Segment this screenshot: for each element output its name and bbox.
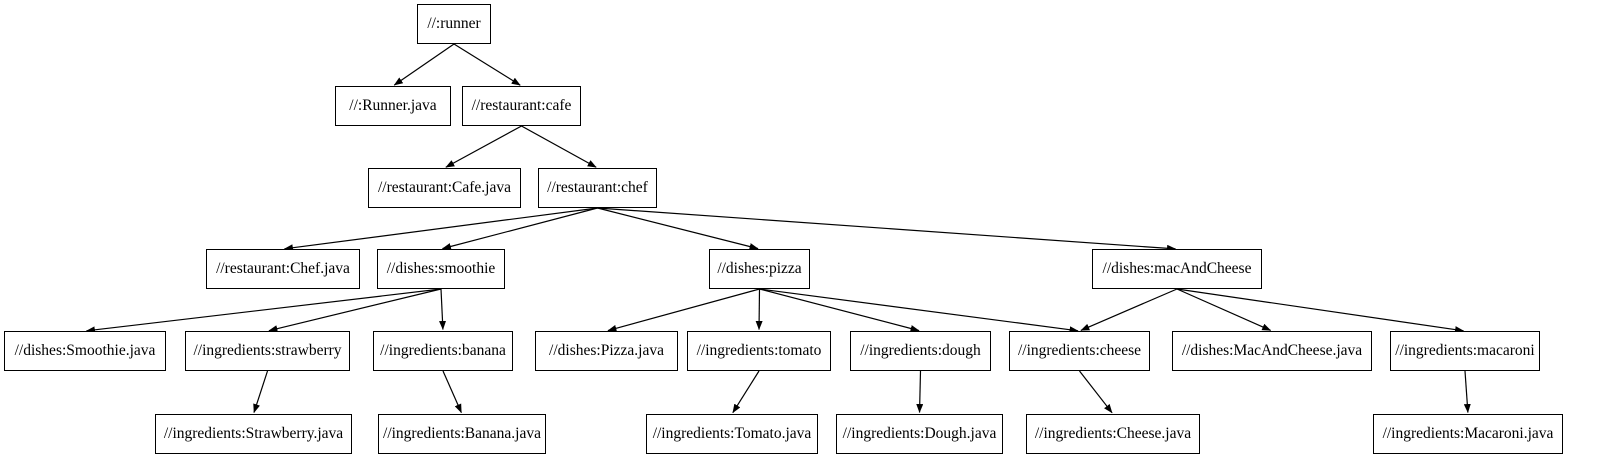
graph-node-dough-java[interactable]: //ingredients:Dough.java — [836, 414, 1003, 454]
graph-edge-restaurant-chef-to-dishes-pizza — [597, 207, 759, 250]
graph-node-label: //:Runner.java — [349, 97, 437, 115]
graph-node-cafe-java[interactable]: //restaurant:Cafe.java — [368, 168, 521, 208]
graph-node-label: //ingredients:Cheese.java — [1034, 425, 1192, 443]
graph-edge-restaurant-chef-to-dishes-smoothie — [441, 207, 598, 250]
graph-edge-restaurant-chef-to-dishes-macandchee — [597, 207, 1177, 252]
graph-edge-ing-strawberry-to-strawberry-java — [253, 370, 269, 414]
graph-edge-runner-to-restaurant-cafe — [453, 43, 521, 86]
graph-node-strawberry-java[interactable]: //ingredients:Strawberry.java — [155, 414, 352, 454]
graph-edge-dishes-macandchee-to-macandcheese-java — [1176, 288, 1272, 331]
graph-node-label: //restaurant:Cafe.java — [378, 179, 511, 197]
graph-node-cheese-java[interactable]: //ingredients:Cheese.java — [1026, 414, 1200, 454]
graph-node-label: //ingredients:Banana.java — [383, 425, 541, 443]
graph-node-label: //ingredients:Tomato.java — [652, 425, 812, 443]
graph-node-label: //ingredients:banana — [380, 342, 506, 360]
graph-node-runner[interactable]: //:runner — [417, 4, 491, 44]
graph-node-macandcheese-java[interactable]: //dishes:MacAndCheese.java — [1172, 331, 1372, 371]
graph-node-label: //ingredients:cheese — [1017, 342, 1142, 360]
graph-edge-restaurant-cafe-to-restaurant-chef — [521, 125, 597, 168]
graph-node-label: //ingredients:strawberry — [193, 342, 342, 360]
graph-node-pizza-java[interactable]: //dishes:Pizza.java — [535, 331, 678, 371]
graph-node-runner-java[interactable]: //:Runner.java — [335, 86, 451, 126]
graph-node-ing-cheese[interactable]: //ingredients:cheese — [1009, 331, 1150, 371]
graph-edge-dishes-pizza-to-ing-cheese — [759, 288, 1079, 334]
graph-edge-runner-to-runner-java — [393, 43, 455, 86]
graph-node-restaurant-chef[interactable]: //restaurant:chef — [538, 168, 657, 208]
graph-node-label: //ingredients:dough — [860, 342, 981, 360]
graph-node-label: //restaurant:cafe — [471, 97, 572, 115]
graph-edge-dishes-pizza-to-pizza-java — [607, 288, 760, 332]
graph-node-tomato-java[interactable]: //ingredients:Tomato.java — [646, 414, 818, 454]
graph-node-label: //ingredients:tomato — [696, 342, 822, 360]
graph-edge-ing-macaroni-to-macaroni-java — [1463, 370, 1471, 414]
graph-node-ing-tomato[interactable]: //ingredients:tomato — [687, 331, 831, 371]
graph-edge-restaurant-cafe-to-cafe-java — [445, 125, 522, 168]
graph-node-restaurant-cafe[interactable]: //restaurant:cafe — [462, 86, 581, 126]
graph-node-smoothie-java[interactable]: //dishes:Smoothie.java — [4, 331, 166, 371]
graph-node-label: //ingredients:macaroni — [1395, 342, 1535, 360]
graph-node-label: //dishes:Pizza.java — [549, 342, 664, 360]
graph-node-label: //dishes:macAndCheese — [1102, 260, 1252, 278]
graph-node-label: //restaurant:chef — [547, 179, 648, 197]
graph-node-macaroni-java[interactable]: //ingredients:Macaroni.java — [1373, 414, 1563, 454]
graph-node-label: //:runner — [427, 15, 481, 33]
graph-node-label: //ingredients:Strawberry.java — [163, 425, 344, 443]
graph-edge-dishes-macandchee-to-ing-cheese — [1080, 288, 1178, 331]
graph-node-ing-dough[interactable]: //ingredients:dough — [850, 331, 991, 371]
graph-edge-ing-cheese-to-cheese-java — [1079, 370, 1113, 414]
graph-node-label: //restaurant:Chef.java — [216, 260, 350, 278]
graph-node-label: //dishes:pizza — [717, 260, 802, 278]
graph-node-dishes-pizza[interactable]: //dishes:pizza — [709, 249, 810, 289]
graph-node-chef-java[interactable]: //restaurant:Chef.java — [206, 249, 360, 289]
graph-node-ing-strawberry[interactable]: //ingredients:strawberry — [185, 331, 350, 371]
graph-edge-dishes-macandchee-to-ing-macaroni — [1176, 288, 1465, 334]
graph-node-label: //ingredients:Macaroni.java — [1382, 425, 1554, 443]
graph-node-ing-banana[interactable]: //ingredients:banana — [373, 331, 513, 371]
graph-node-ing-macaroni[interactable]: //ingredients:macaroni — [1390, 331, 1540, 371]
graph-edge-ing-banana-to-banana-java — [442, 370, 462, 414]
graph-edge-dishes-smoothie-to-smoothie-java — [85, 288, 442, 334]
graph-node-label: //dishes:Smoothie.java — [14, 342, 156, 360]
graph-node-label: //dishes:MacAndCheese.java — [1181, 342, 1363, 360]
graph-edge-dishes-smoothie-to-ing-strawberry — [268, 288, 442, 333]
graph-edge-dishes-smoothie-to-ing-banana — [439, 288, 447, 331]
graph-edge-dishes-pizza-to-ing-dough — [759, 288, 920, 332]
graph-edge-restaurant-chef-to-chef-java — [283, 207, 598, 252]
graph-node-dishes-macandchee[interactable]: //dishes:macAndCheese — [1092, 249, 1262, 289]
graph-edge-ing-tomato-to-tomato-java — [732, 370, 760, 414]
graph-edge-ing-dough-to-dough-java — [916, 370, 924, 414]
graph-node-dishes-smoothie[interactable]: //dishes:smoothie — [377, 249, 505, 289]
graph-node-label: //dishes:smoothie — [386, 260, 496, 278]
graph-node-label: //ingredients:Dough.java — [842, 425, 997, 443]
graph-node-banana-java[interactable]: //ingredients:Banana.java — [378, 414, 546, 454]
